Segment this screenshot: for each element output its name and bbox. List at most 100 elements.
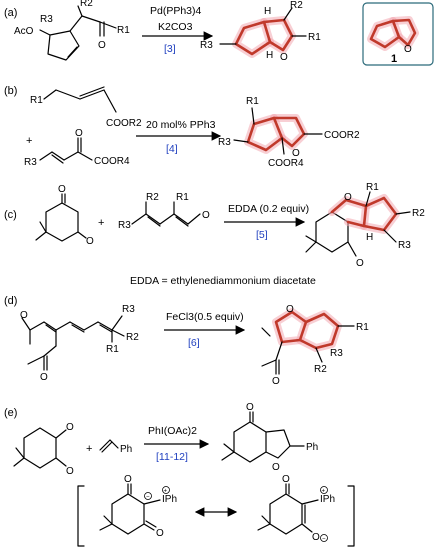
r2-label: R2	[412, 208, 425, 219]
ph-label: Ph	[120, 444, 132, 455]
dione-e: O O	[13, 422, 74, 477]
h-label: H	[264, 6, 271, 17]
resonance-bracket: − O O IPh + O O − IPh	[77, 474, 355, 547]
r1-label: R1	[246, 96, 259, 107]
aco-label: AcO	[14, 26, 34, 37]
product-a: R3 R2 R1 O H H	[200, 0, 321, 63]
ref-d: [6]	[188, 337, 200, 349]
r3-label: R3	[122, 304, 135, 315]
reagent-d: FeCl3(0.5 equiv)	[166, 311, 244, 323]
reagent-c: EDDA (0.2 equiv)	[228, 203, 309, 215]
r1-label: R1	[176, 192, 189, 203]
ring-o-label: O	[272, 462, 280, 473]
oxo-label: O	[86, 236, 94, 247]
ring-o-label: O	[292, 148, 300, 159]
substrate-d: R3 R2 R1 O O	[20, 304, 139, 383]
ketone-o-label: O	[356, 258, 364, 269]
dione-c: O O	[35, 184, 94, 247]
panel-e: (e) O O + Ph PhI(OAc)2 [11-12]	[4, 402, 355, 547]
product-e: O O Ph	[221, 402, 318, 473]
product-c: R1 R2 R3 O O H	[305, 182, 425, 269]
oxo-label: O	[282, 474, 290, 485]
panel-label-d: (d)	[4, 295, 17, 307]
edda-footnote: EDDA = ethylenediammonium diacetate	[130, 275, 316, 287]
styrene-e: Ph	[99, 439, 132, 455]
r2-label: R2	[126, 332, 139, 343]
panel-label-e: (e)	[4, 407, 17, 419]
ring-o-label: O	[286, 304, 294, 315]
r2-label: R2	[314, 364, 327, 375]
ref-c: [5]	[256, 229, 268, 241]
allene-b: R1 COOR2	[30, 86, 142, 129]
ketone-o-label: O	[246, 402, 254, 413]
r1-label: R1	[356, 322, 369, 333]
ring-o-label: O	[344, 192, 352, 203]
reagent-a-top: Pd(PPh3)4	[150, 5, 202, 17]
keto-o-label: O	[75, 128, 83, 139]
coor2-label: COOR2	[106, 118, 142, 129]
plus-sign: +	[98, 217, 104, 229]
r3-label: R3	[40, 14, 53, 25]
carbonyl-o-label: O	[98, 40, 106, 51]
panel-c: (c) O O + R3 R2 R1 O E	[4, 182, 425, 287]
ph-label: Ph	[306, 442, 318, 453]
iph-label: IPh	[320, 494, 335, 505]
enolate-o-label: O	[312, 532, 320, 543]
panel-label-a: (a)	[4, 7, 17, 19]
r1-label: R1	[366, 182, 379, 193]
r1-label: R1	[106, 344, 119, 355]
svg-text:−: −	[146, 495, 150, 501]
coor2-label: COOR2	[324, 130, 360, 141]
carbonyl-o-label: O	[20, 310, 28, 321]
r3-label: R3	[200, 40, 213, 51]
r1-label: R1	[117, 25, 130, 36]
reagent-a-bottom: K2CO3	[158, 21, 193, 33]
svg-text:+: +	[322, 489, 326, 495]
r3-label: R3	[398, 240, 411, 251]
r1-label: R1	[308, 32, 321, 43]
panel-label-c: (c)	[4, 209, 17, 221]
svg-text:−: −	[322, 537, 326, 543]
panel-b: (b) R1 COOR2 + R3 O COOR4 20 mol% PPh3	[4, 85, 360, 169]
substrate-a: AcO R3 R2 R1 O	[14, 0, 130, 61]
oxo-label: O	[124, 474, 132, 485]
ref-a: [3]	[164, 43, 176, 55]
plus-sign: +	[26, 135, 32, 147]
iph-label: IPh	[162, 494, 177, 505]
r3-label: R3	[24, 157, 37, 168]
r3-label: R3	[118, 220, 131, 231]
oxo-label: O	[58, 184, 66, 195]
r2-label: R2	[290, 0, 303, 11]
product-d: R1 R3 R2 O O	[261, 304, 369, 387]
core-number-label: 1	[391, 53, 397, 65]
panel-a: (a) AcO R3 R2 R1 O Pd(PPh3)4 K2CO3 [3]	[4, 0, 434, 66]
coor4-label: COOR4	[94, 156, 130, 167]
r2-label: R2	[80, 0, 93, 9]
product-b: R1 R3 COOR2 O COOR4	[218, 96, 360, 169]
ref-e: [11-12]	[156, 451, 188, 463]
r3-label: R3	[330, 348, 343, 359]
r1-label: R1	[30, 95, 43, 106]
core-o-label: O	[404, 44, 412, 55]
reagent-e: PhI(OAc)2	[148, 425, 197, 437]
ketoester-b: R3 O COOR4	[24, 128, 130, 168]
h-label: H	[366, 232, 373, 243]
panel-label-b: (b)	[4, 85, 17, 97]
core-structure-box: O 1	[362, 2, 434, 66]
oxo-label: O	[156, 528, 164, 539]
plus-sign: +	[86, 443, 92, 455]
dienal-c: R3 R2 R1 O	[118, 192, 210, 231]
carbonyl-o-label: O	[40, 372, 48, 383]
coor4-label: COOR4	[268, 158, 304, 169]
enolate-structure: O O − IPh +	[257, 474, 335, 543]
aldehyde-o-label: O	[202, 210, 210, 221]
ylide-structure: − O O IPh +	[99, 474, 177, 539]
h-label: H	[266, 50, 273, 61]
ref-b: [4]	[166, 143, 178, 155]
r2-label: R2	[146, 192, 159, 203]
oxo-label: O	[66, 466, 74, 477]
svg-text:+: +	[164, 489, 168, 495]
carbonyl-o-label: O	[272, 376, 280, 387]
r3-label: R3	[218, 137, 231, 148]
